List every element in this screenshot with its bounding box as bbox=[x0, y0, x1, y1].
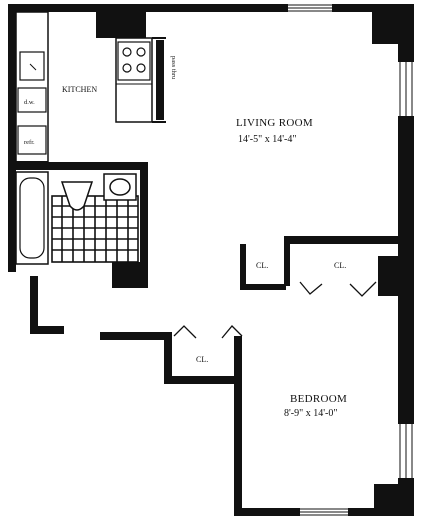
bathroom bbox=[8, 162, 148, 288]
closet-label-living: CL. bbox=[256, 261, 268, 270]
pass-thru-label: pass thru bbox=[170, 56, 177, 80]
refrigerator-icon bbox=[17, 125, 47, 155]
bathtub-icon bbox=[15, 171, 49, 265]
toilet-icon bbox=[60, 181, 94, 211]
closet-label-bedroom: CL. bbox=[334, 261, 346, 270]
dishwasher-icon bbox=[17, 87, 47, 113]
sink-icon bbox=[19, 51, 45, 81]
vanity-sink-icon bbox=[103, 173, 137, 201]
closet-label-hall: CL. bbox=[196, 355, 208, 364]
living-room-dimensions: 14'-5" x 14'-4" bbox=[238, 134, 296, 145]
closet-doors bbox=[173, 281, 377, 339]
bedroom-dimensions: 8'-9" x 14'-0" bbox=[284, 408, 337, 419]
dishwasher-label: d.w. bbox=[24, 99, 35, 106]
bedroom-label: BEDROOM bbox=[290, 393, 347, 405]
exterior-walls bbox=[8, 4, 414, 516]
stove-icon bbox=[117, 41, 151, 81]
interior-walls bbox=[30, 236, 398, 384]
kitchen-label: KITCHEN bbox=[62, 85, 97, 94]
windows bbox=[288, 3, 415, 517]
living-room-label: LIVING ROOM bbox=[236, 117, 313, 129]
refrigerator-label: refr. bbox=[24, 139, 35, 146]
tile-floor bbox=[51, 195, 139, 263]
